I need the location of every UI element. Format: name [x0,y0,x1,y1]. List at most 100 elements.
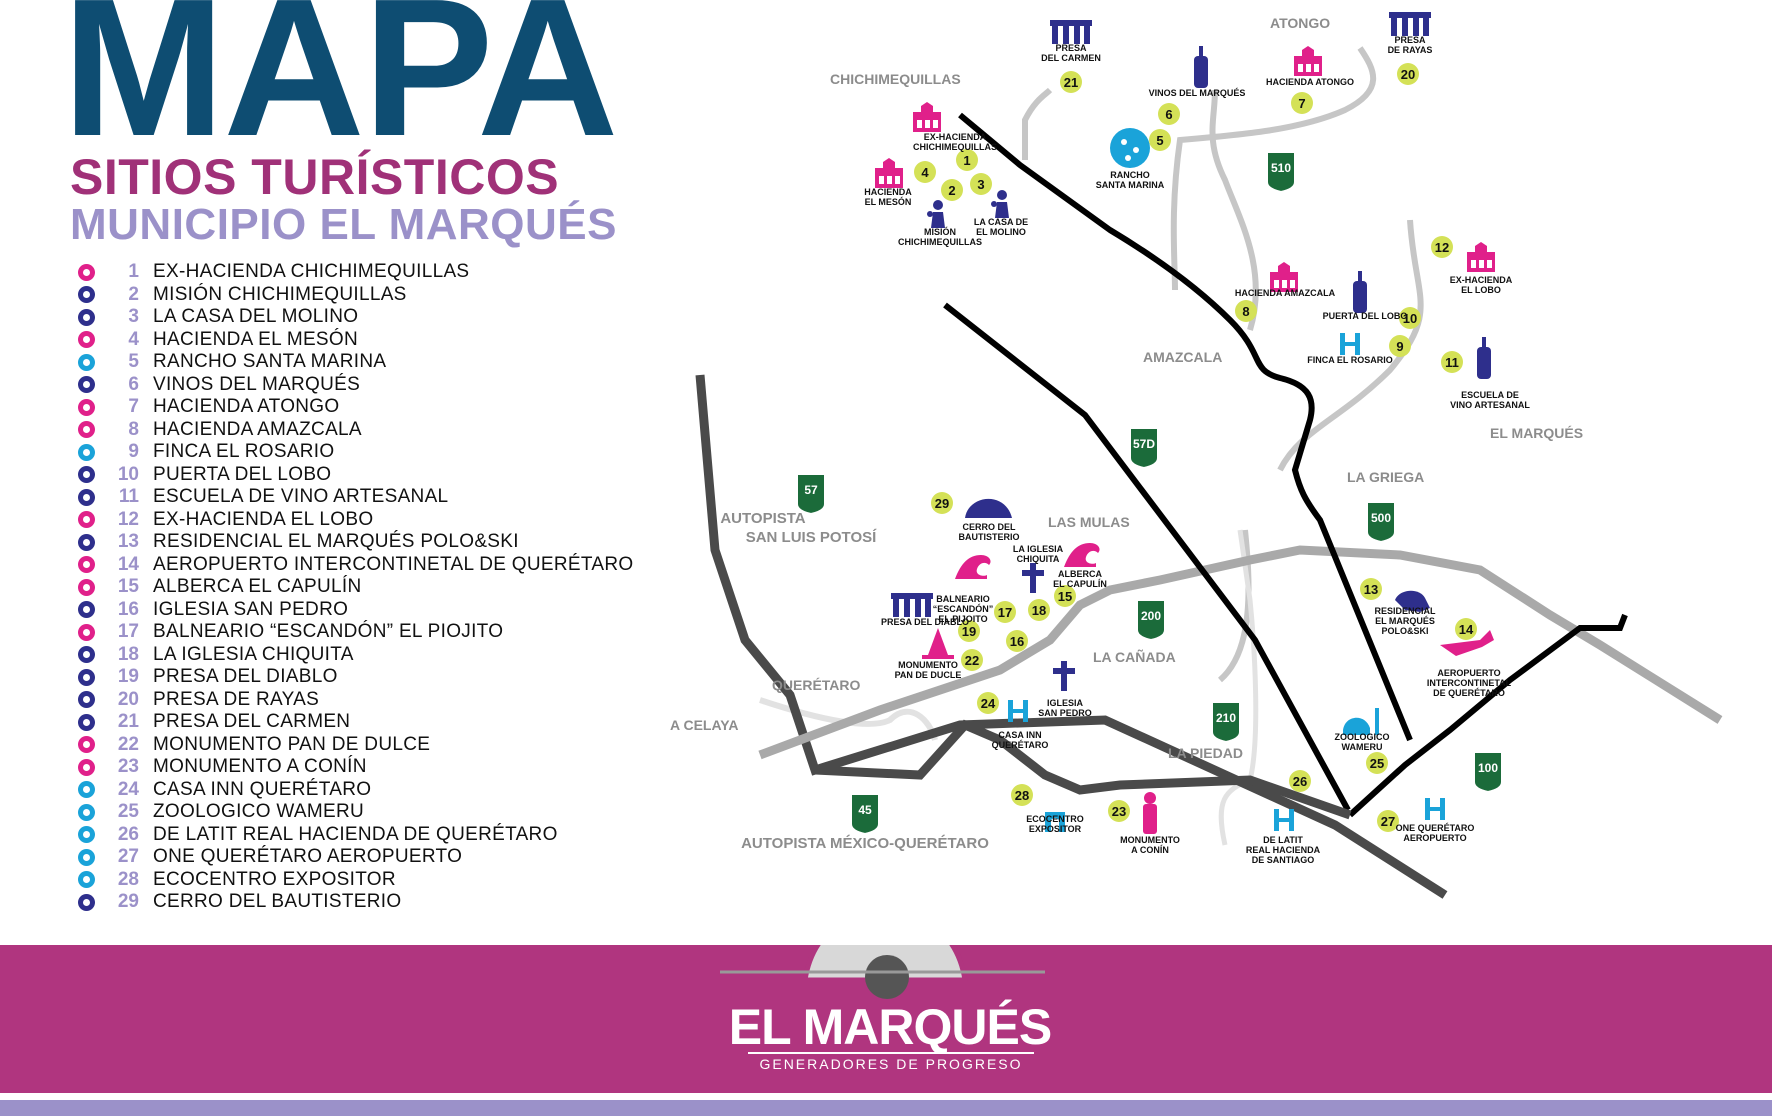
svg-text:24: 24 [981,696,996,711]
svg-text:210: 210 [1216,711,1236,725]
svg-text:8: 8 [1242,304,1249,319]
legend-item: 18 LA IGLESIA CHIQUITA [78,644,633,667]
svg-text:18: 18 [1032,603,1046,618]
mill-icon [991,190,1009,218]
mission-icon [927,200,945,228]
hill-icon [965,498,1012,518]
site-caption: PUERTA DEL LOBO [1323,311,1408,321]
svg-text:4: 4 [921,165,929,180]
site-number-badge: 7 [1291,92,1313,114]
page-subtitle: SITIOS TURÍSTICOS [70,149,560,205]
footer-banner [0,945,1772,1093]
legend-number: 5 [128,351,139,373]
legend-number: 28 [117,868,139,890]
autopista-slp-label-1: AUTOPISTA [720,510,805,527]
shield-210: 210 [1211,701,1241,744]
site-number-badge: 3 [970,173,992,195]
arch-icon [78,871,95,889]
svg-text:23: 23 [1112,804,1126,819]
wave-icon [78,623,95,641]
site-caption: FINCA EL ROSARIO [1307,355,1393,365]
site-caption: INTERCONTINETAL [1427,678,1512,688]
site-caption: HACIENDA ATONGO [1266,77,1354,87]
site-number-badge: 5 [1149,129,1171,151]
svg-text:25: 25 [1370,756,1384,771]
ranch-icon [78,353,95,371]
site-number-badge: 10 [1399,307,1421,329]
tourist-map: CHICHIMEQUILLAS ATONGO AMAZCALA EL MARQU… [670,12,1723,899]
site-caption: CERRO DEL [962,522,1016,532]
svg-text:9: 9 [1396,339,1403,354]
svg-text:6: 6 [1165,107,1172,122]
legend-number: 4 [128,328,139,350]
shield-57d: 57D [1129,427,1159,470]
wave-icon [78,578,95,596]
site-caption: PRESA DEL DIABLO [881,617,969,627]
shield-45: 45 [850,793,880,836]
site-caption: HACIENDA AMAZCALA [1235,288,1336,298]
site-number-badge: 8 [1235,300,1257,322]
site-number-badge: 16 [1006,630,1028,652]
site-caption: QUERÉTARO [992,740,1049,750]
legend-label: LA IGLESIA CHIQUITA [153,643,354,665]
site-caption: PRESA [1055,43,1087,53]
site-caption: DE SANTIAGO [1252,855,1315,865]
svg-text:510: 510 [1271,161,1291,175]
site-caption: AEROPUERTO [1437,668,1500,678]
hacienda-icon [78,511,95,529]
site-caption: EL PIJOITO [938,614,987,624]
site-caption: ESCUELA DE [1461,390,1519,400]
svg-text:27: 27 [1381,814,1395,829]
shield-510: 510 [1266,151,1296,194]
shield-100: 100 [1473,751,1503,794]
hotel-icon [78,848,95,866]
site-caption: EL MOLINO [976,227,1026,237]
legend-number: 21 [117,711,139,733]
legend-number: 25 [117,801,139,823]
legend-label: MONUMENTO A CONÍN [153,756,367,778]
site-caption: PAN DE DUCLE [895,670,962,680]
wine-bottle-icon [78,466,95,484]
legend-label: CERRO DEL BAUTISTERIO [153,891,402,913]
site-caption: EXPOSITOR [1029,824,1082,834]
svg-text:28: 28 [1015,788,1029,803]
svg-text:22: 22 [965,653,979,668]
site-number-badge: 21 [1060,71,1082,93]
site-number-badge: 26 [1289,770,1311,792]
svg-text:21: 21 [1064,75,1078,90]
legend-label: RANCHO SANTA MARINA [153,351,387,373]
site-caption: RESIDENCIAL [1374,606,1436,616]
site-caption: PRESA [1394,35,1426,45]
legend-number: 18 [117,643,139,665]
logo-emblem [720,945,1045,999]
legend-number: 19 [117,666,139,688]
site-caption: MONUMENTO [898,660,958,670]
site-caption: SAN PEDRO [1038,708,1092,718]
svg-text:17: 17 [998,605,1012,620]
road-network [695,46,1723,899]
site-caption: SANTA MARINA [1096,180,1165,190]
site-caption: AEROPUERTO [1403,833,1466,843]
legend-label: HACIENDA AMAZCALA [153,418,362,440]
legend-number: 24 [117,778,139,800]
place-amazcala: AMAZCALA [1143,349,1222,365]
site-caption: MONUMENTO [1120,835,1180,845]
legend-number: 15 [117,576,139,598]
place-a-celaya: A CELAYA [670,717,738,733]
svg-text:29: 29 [935,496,949,511]
dam-icon [78,713,95,731]
legend-label: AEROPUERTO INTERCONTINETAL DE QUERÉTARO [153,553,634,575]
monument-icon [922,628,954,659]
legend-label: ALBERCA EL CAPULÍN [153,576,362,598]
